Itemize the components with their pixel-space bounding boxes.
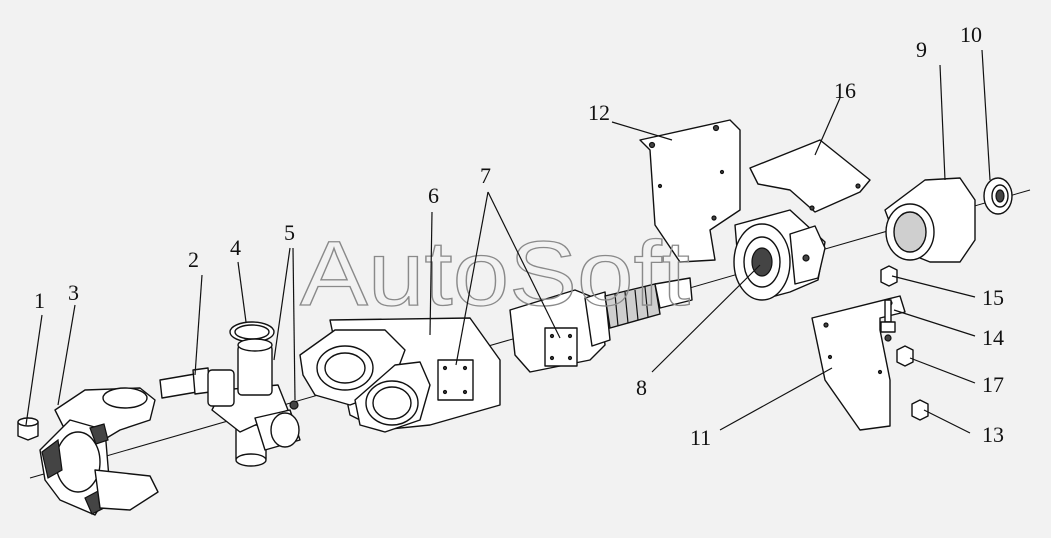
callout-3: 3 [68,280,79,305]
part-16-shield [749,139,871,213]
callout-2: 2 [188,247,199,272]
part-10-flange-nut [983,177,1013,215]
part-6-slip-yoke-tube [299,317,501,433]
callout-6: 6 [428,183,439,208]
leader-lines [25,49,991,434]
part-3-flange-yoke [39,387,159,516]
part-4-snap-ring [229,321,275,343]
part-14-bolt [880,299,896,333]
callout-8: 8 [636,375,647,400]
part-2-bolt [159,367,211,399]
callout-17: 17 [982,372,1004,397]
tube-with-spline-shaft [509,277,693,373]
callout-10: 10 [960,22,982,47]
callout-12: 12 [588,100,610,125]
universal-joint-cross [207,338,301,467]
part-8-center-bearing [733,209,826,301]
part-7-balance-plate-a [437,359,474,401]
callout-11: 11 [690,425,711,450]
part-1-nut [17,417,39,441]
callout-5: 5 [284,220,295,245]
part-13-bolt [911,399,929,421]
part-12-upper-bracket [639,119,741,263]
callout-16: 16 [834,78,856,103]
callout-7: 7 [480,163,491,188]
callout-1: 1 [34,288,45,313]
callout-15: 15 [982,285,1004,310]
callout-14: 14 [982,325,1004,350]
watermark: AutoSoft [300,223,690,325]
part-7-balance-plate-b [544,327,578,367]
callout-labels: 1 2 3 4 5 6 7 8 9 10 11 12 13 14 15 16 1… [34,22,1004,450]
part-15-nut [880,265,898,287]
part-17-bolt [884,334,914,367]
callout-9: 9 [916,37,927,62]
callout-4: 4 [230,235,241,260]
callout-13: 13 [982,422,1004,447]
part-9-companion-flange [884,177,976,263]
